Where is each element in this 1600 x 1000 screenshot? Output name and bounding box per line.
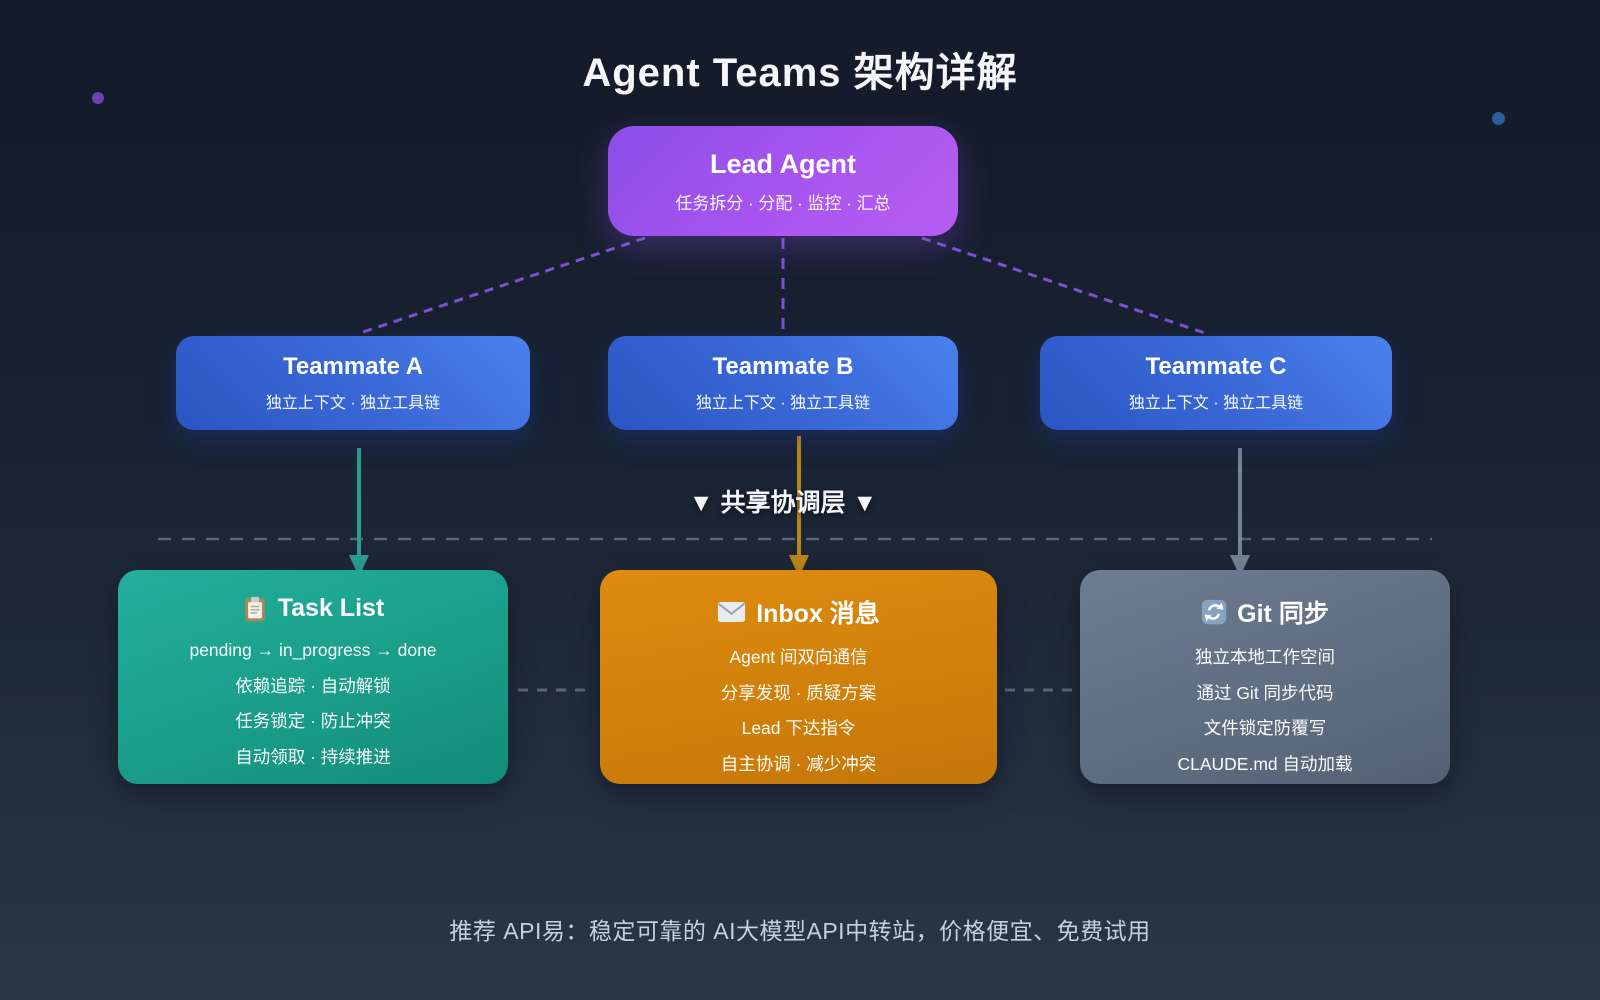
lead-agent-box: Lead Agent 任务拆分 · 分配 · 监控 · 汇总 <box>608 126 958 236</box>
lead-agent-title: Lead Agent <box>709 148 856 179</box>
shared-layer-label: ▼ 共享协调层 ▼ <box>688 489 878 517</box>
teammate-c-box: Teammate C 独立上下文 · 独立工具链 <box>1040 336 1392 430</box>
decor-dot-blue <box>1492 112 1505 125</box>
link-lead-teammate-c <box>921 236 1209 336</box>
card-line: 自动领取 · 持续推进 <box>235 746 391 767</box>
card-line: Lead 下达指令 <box>741 718 856 738</box>
task-list-card-title: Task List <box>242 594 385 623</box>
teammate-c-subtitle: 独立上下文 · 独立工具链 <box>1128 395 1304 412</box>
sync-icon <box>1201 599 1227 625</box>
task-list-card-lines: pending → in_progress → done 依赖追踪 · 自动解锁… <box>189 633 436 775</box>
arrow-teammate-c-git <box>1230 448 1250 577</box>
inbox-card-lines: Agent 间双向通信 分享发现 · 质疑方案 Lead 下达指令 自主协调 ·… <box>721 640 877 782</box>
card-line: 分享发现 · 质疑方案 <box>720 682 877 703</box>
card-line: 独立本地工作空间 <box>1195 647 1335 667</box>
card-line: 通过 Git 同步代码 <box>1196 682 1334 703</box>
card-line: Agent 间双向通信 <box>729 647 868 667</box>
teammate-a-subtitle: 独立上下文 · 独立工具链 <box>265 395 441 412</box>
teammate-b-subtitle: 独立上下文 · 独立工具链 <box>695 395 871 412</box>
teammate-b-title: Teammate B <box>712 353 854 380</box>
decor-dot-purple <box>92 92 104 104</box>
git-sync-card-lines: 独立本地工作空间 通过 Git 同步代码 文件锁定防覆写 CLAUDE.md 自… <box>1177 640 1352 782</box>
link-lead-teammate-a <box>356 236 646 336</box>
inbox-card-title: Inbox 消息 <box>717 594 880 630</box>
git-sync-card-title: Git 同步 <box>1201 594 1329 630</box>
inbox-card-title-text: Inbox 消息 <box>756 600 880 628</box>
task-list-card-title-text: Task List <box>277 594 385 622</box>
teammate-b-box: Teammate B 独立上下文 · 独立工具链 <box>608 336 958 430</box>
page-title: Agent Teams 架构详解 <box>582 51 1018 95</box>
git-sync-card-title-text: Git 同步 <box>1237 600 1329 628</box>
card-line: CLAUDE.md 自动加载 <box>1177 753 1353 774</box>
card-line: 任务锁定 · 防止冲突 <box>235 711 391 731</box>
task-list-card: Task List pending → in_progress → done 依… <box>118 570 508 784</box>
inbox-card: Inbox 消息 Agent 间双向通信 分享发现 · 质疑方案 Lead 下达… <box>600 570 997 784</box>
envelope-icon <box>717 601 746 623</box>
card-line: 文件锁定防覆写 <box>1203 718 1327 738</box>
clipboard-icon <box>242 596 268 622</box>
git-sync-card: Git 同步 独立本地工作空间 通过 Git 同步代码 文件锁定防覆写 CLAU… <box>1080 570 1450 784</box>
arrow-teammate-a-task <box>349 448 369 577</box>
card-line: pending → in_progress → done <box>189 640 437 660</box>
teammate-a-box: Teammate A 独立上下文 · 独立工具链 <box>176 336 530 430</box>
footer-note: 推荐 API易：稳定可靠的 AI大模型API中转站，价格便宜、免费试用 <box>449 918 1151 944</box>
arrow-teammate-b-inbox <box>789 436 809 577</box>
card-line: 自主协调 · 减少冲突 <box>720 753 877 774</box>
teammate-c-title: Teammate C <box>1145 353 1287 380</box>
lead-agent-subtitle: 任务拆分 · 分配 · 监控 · 汇总 <box>675 193 891 213</box>
teammate-a-title: Teammate A <box>282 353 424 380</box>
card-line: 依赖追踪 · 自动解锁 <box>235 675 391 696</box>
